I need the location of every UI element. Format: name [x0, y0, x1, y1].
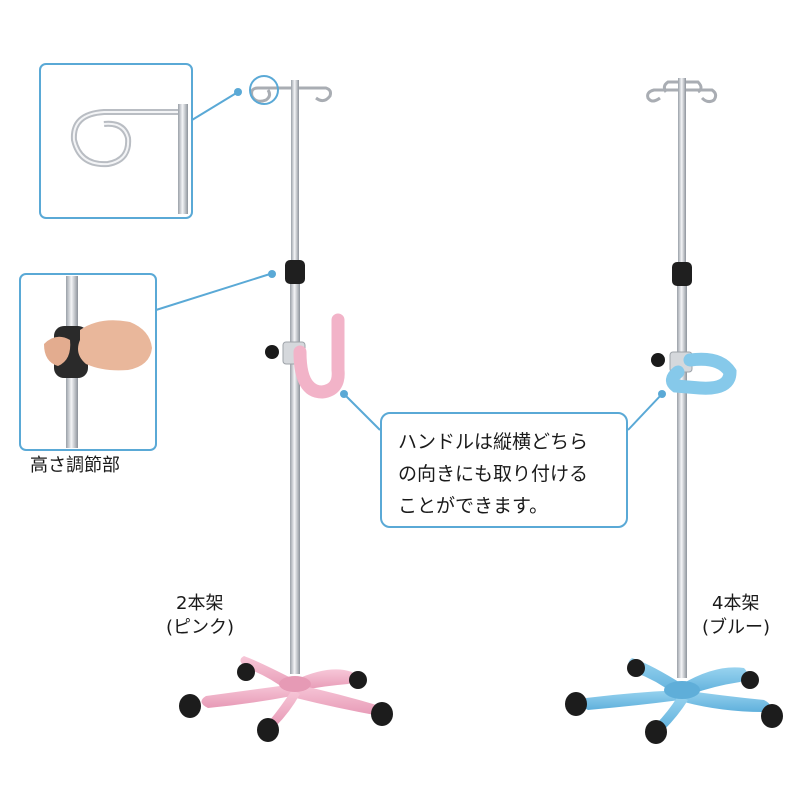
height-adjust-label: 高さ調節部	[30, 455, 120, 476]
hook-highlight-circle	[249, 75, 279, 105]
callout-line-3: ことができます。	[398, 495, 549, 517]
stand-4-name: 4本架	[712, 593, 760, 614]
caster-icon	[565, 659, 783, 744]
stand-2-name: 2本架	[176, 593, 224, 614]
clamp-knob	[265, 345, 279, 359]
connector-line	[191, 75, 279, 121]
connector-line	[155, 270, 276, 311]
height-knob	[672, 262, 692, 286]
handle-pink	[293, 313, 345, 399]
caster-icon	[179, 663, 393, 742]
stand-2-color: (ピンク)	[166, 617, 235, 638]
stand-2-hook	[179, 80, 393, 742]
base-blue	[581, 658, 770, 731]
callout-connector	[340, 390, 666, 431]
stand-4-color: (ブルー)	[702, 617, 771, 638]
hook-icon	[250, 86, 332, 103]
handle-callout: ハンドルは縦横どちら の向きにも取り付ける ことができます。	[380, 412, 628, 528]
inset-height-adjust	[19, 273, 157, 451]
hand-icon	[78, 320, 152, 371]
callout-line-2: の向きにも取り付ける	[398, 463, 589, 485]
hook-icon	[646, 80, 718, 104]
base-pink	[201, 656, 386, 727]
clamp-knob	[651, 353, 665, 367]
height-knob	[285, 260, 305, 284]
handle-blue	[666, 352, 737, 395]
inset-hook-closeup	[39, 63, 193, 219]
callout-line-1: ハンドルは縦横どちら	[398, 431, 589, 453]
stand-4-hook	[565, 78, 783, 744]
